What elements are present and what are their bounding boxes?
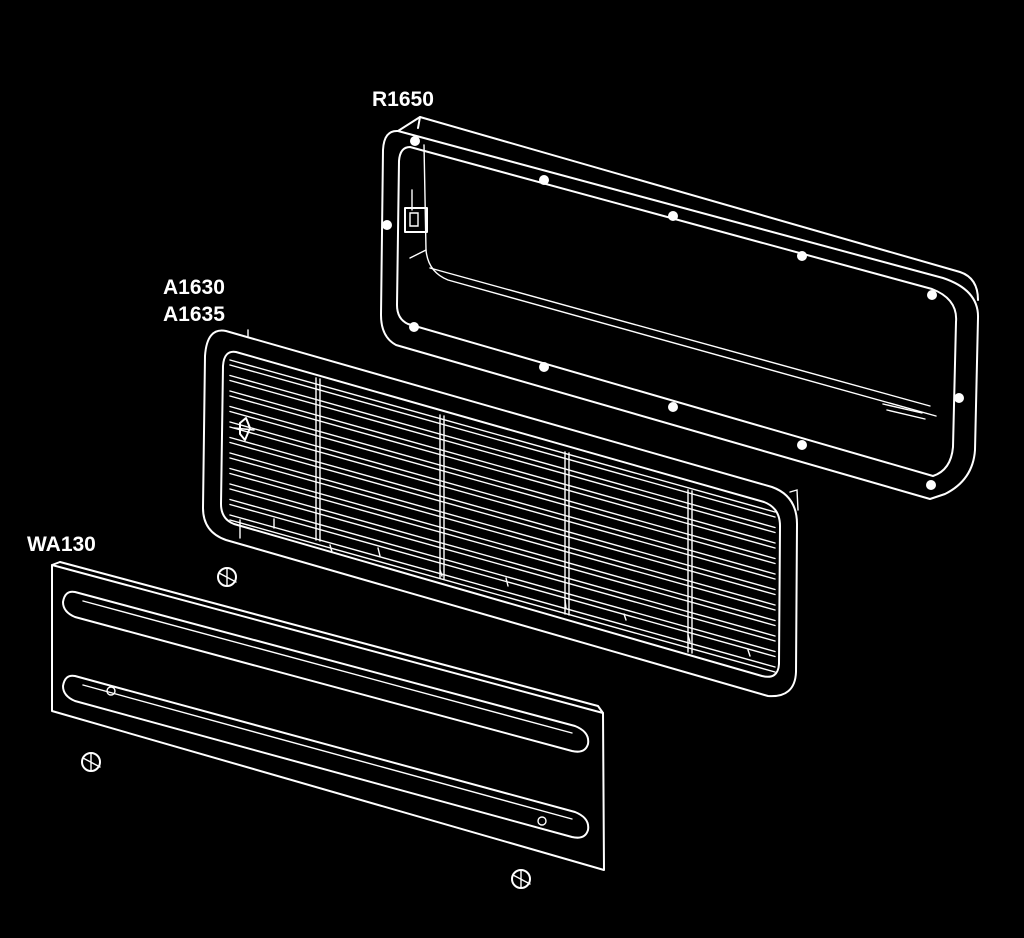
louver-slat: [229, 483, 776, 637]
louver-slat-edge: [229, 488, 776, 642]
louver-slat: [229, 374, 776, 529]
screw-1: [217, 567, 237, 587]
screw-3: [511, 869, 531, 889]
louver-slat-edge: [229, 457, 776, 611]
louver-slat-edge: [229, 410, 776, 565]
louver-slat-edge: [229, 395, 776, 549]
louver-slat-edge: [229, 519, 776, 673]
louver-slat: [229, 390, 776, 544]
louver-slat: [229, 498, 776, 653]
louver-slat: [229, 436, 776, 591]
screw-2: [81, 752, 101, 772]
louver-slat-edge: [229, 503, 776, 658]
louver-slat-edge: [229, 441, 776, 596]
label-grille-a1635: A1635: [163, 303, 225, 326]
label-frame: R1650: [372, 88, 434, 111]
louver-slat: [229, 359, 776, 513]
winter-cover: [51, 561, 605, 871]
louver-slat: [229, 405, 776, 560]
louver-slat-edge: [229, 379, 776, 534]
mounting-frame: [380, 116, 980, 500]
louver-slat: [229, 514, 776, 668]
louver-slat: [229, 421, 776, 575]
vent-grille: [202, 329, 799, 698]
louver-slat: [229, 452, 776, 606]
grille-ribs: [315, 377, 693, 654]
louver-slat: [229, 467, 776, 622]
label-grille-a1630: A1630: [163, 276, 225, 299]
grille-louvers: [229, 359, 776, 673]
louver-slat-edge: [229, 426, 776, 580]
louver-slat-edge: [229, 472, 776, 627]
label-cover: WA130: [27, 533, 96, 556]
louver-slat-edge: [229, 364, 776, 518]
